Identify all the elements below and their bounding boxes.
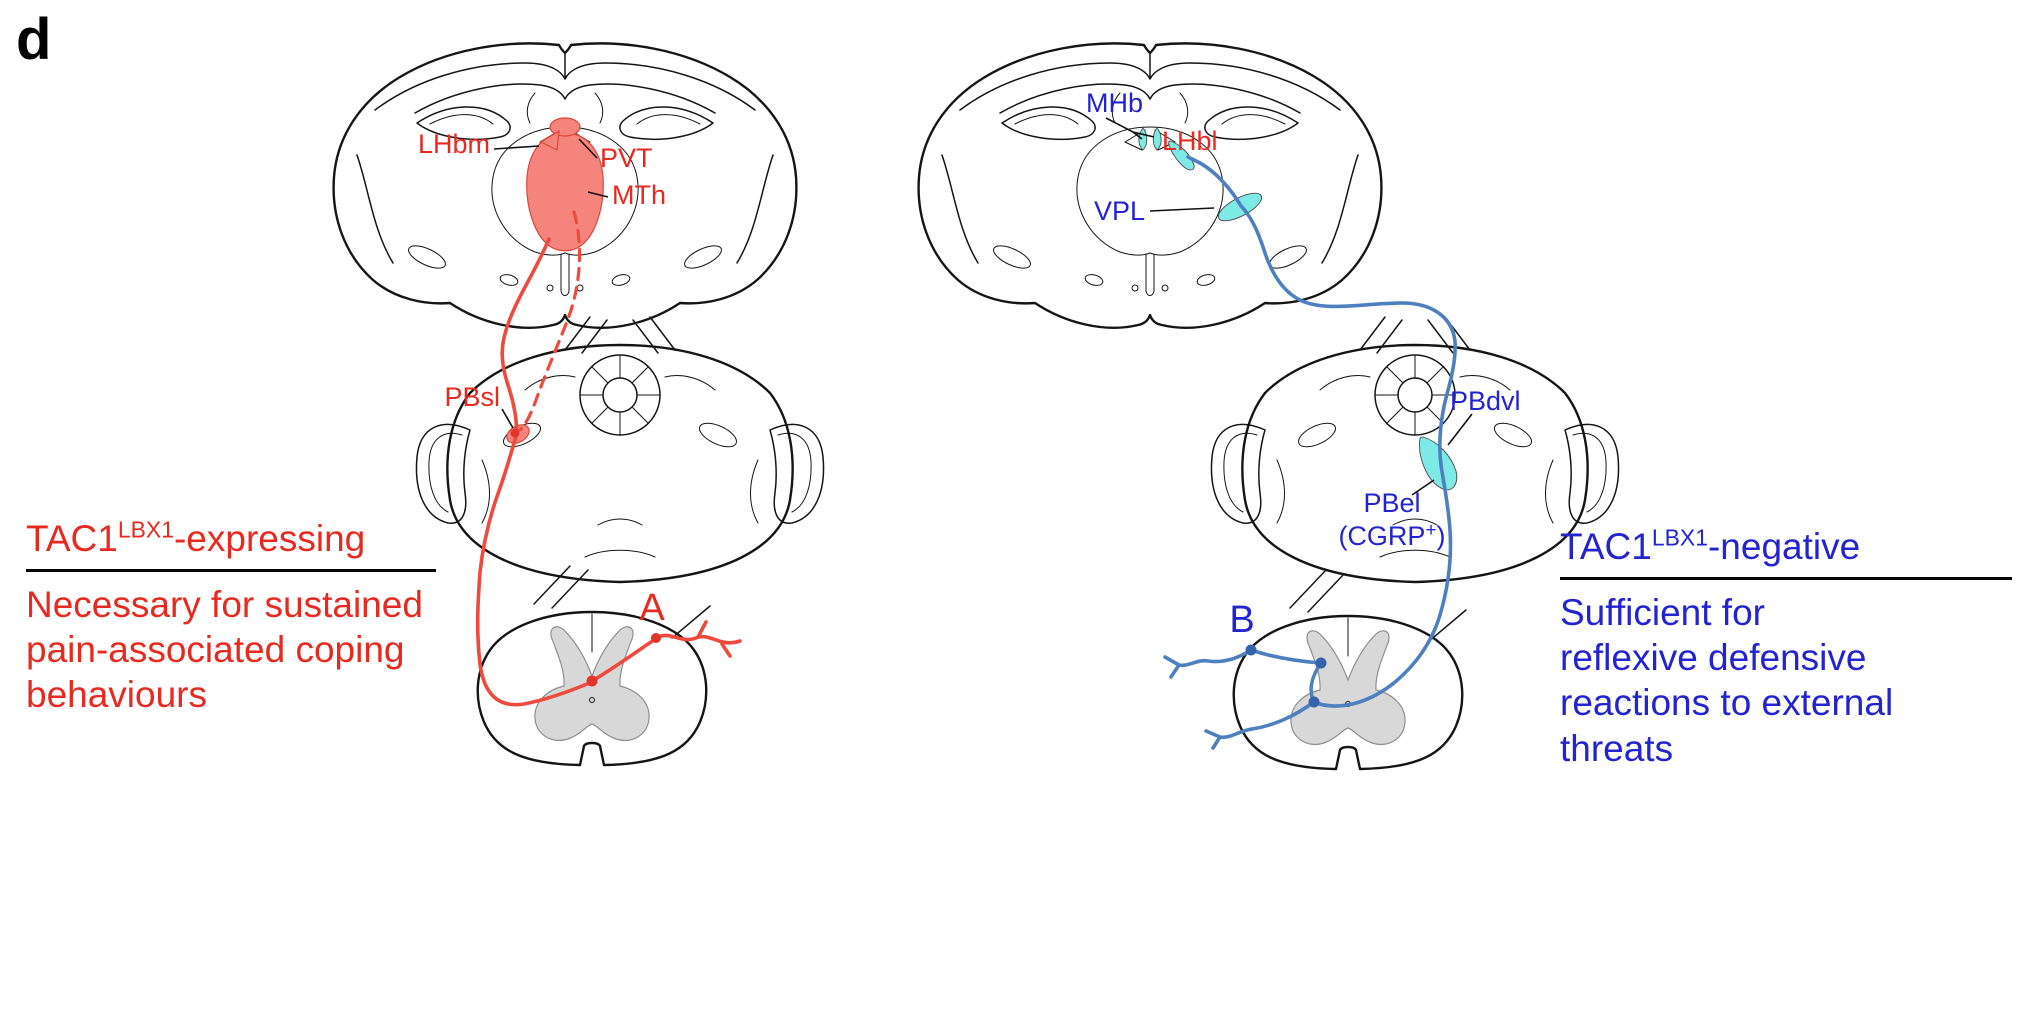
a-neuron-label: A	[639, 587, 665, 629]
right-pons-highlights	[1419, 436, 1458, 491]
blue-peripheral-axon	[1163, 648, 1253, 679]
right-desc-line-4: threats	[1560, 727, 1674, 769]
pbsl-pointer	[501, 408, 514, 429]
blue-spinal-neuron-dot-1	[1315, 657, 1327, 669]
pbel-region	[1419, 436, 1458, 491]
left-desc-line-3: behaviours	[26, 674, 208, 716]
pbdvl-pointer	[1447, 413, 1473, 446]
left-caption: TAC1LBX1-expressing Necessary for sustai…	[26, 516, 436, 718]
red-a-neuron-dot	[651, 633, 661, 643]
blue-descending-branch	[1204, 700, 1316, 750]
pvt-label: PVT	[600, 143, 653, 173]
lhbl-label: LHbl	[1162, 126, 1218, 156]
red-spinal-neuron-dot	[586, 675, 598, 687]
red-indirect-pathway-dashed	[518, 210, 582, 432]
lhbm-region	[539, 129, 560, 151]
panel-letter: d	[16, 7, 52, 72]
red-ascending-pathway	[475, 237, 594, 707]
left-heading-rule	[26, 569, 436, 573]
mhb-pointer	[1105, 117, 1155, 140]
pbsl-dot	[510, 428, 520, 438]
vpl-pointer	[1149, 207, 1215, 212]
left-spinal-section	[476, 564, 712, 767]
right-heading: TAC1LBX1-negative	[1560, 524, 1861, 567]
right-heading-rule	[1560, 577, 2012, 581]
pbel-label: PBel	[1363, 488, 1420, 518]
left-desc-line-2: pain-associated coping	[26, 629, 405, 671]
right-spinal-section	[1232, 568, 1468, 771]
right-desc-line-1: Sufficient for	[1560, 592, 1765, 634]
vpl-label: VPL	[1094, 196, 1145, 226]
lhbm-label: LHbm	[418, 129, 490, 159]
right-caption: TAC1LBX1-negative Sufficient for reflexi…	[1560, 524, 2012, 771]
blue-ascending-pathway	[1186, 155, 1457, 708]
left-heading-sup: LBX1	[117, 516, 174, 543]
left-heading: TAC1LBX1-expressing	[26, 516, 366, 559]
right-heading-sup: LBX1	[1651, 524, 1708, 551]
pvt-pointer	[578, 138, 598, 159]
cgrp-label: (CGRP+)	[1338, 520, 1445, 551]
mth-region	[526, 132, 604, 252]
right-desc-line-2: reflexive defensive	[1560, 637, 1867, 679]
left-pons-section	[415, 315, 825, 584]
pbdvl-label: PBdvl	[1450, 386, 1521, 416]
right-desc-line-3: reactions to external	[1560, 682, 1894, 724]
right-coronal-section	[917, 42, 1383, 329]
mhb-label: MHb	[1086, 88, 1143, 118]
left-brain-highlights	[526, 117, 604, 252]
blue-spinal-neuron-dot-2	[1308, 696, 1320, 708]
lhbm-pointer	[493, 145, 540, 150]
left-desc-line-1: Necessary for sustained	[26, 584, 423, 626]
mth-pointer	[587, 191, 609, 198]
pbsl-label: PBsl	[444, 382, 500, 412]
blue-b-neuron-dot	[1245, 644, 1257, 656]
b-neuron-label: B	[1229, 599, 1254, 641]
red-peripheral-axon	[654, 620, 742, 658]
blue-entry-branch	[1249, 648, 1323, 704]
mhb-region	[1138, 127, 1162, 151]
red-spinal-branch	[590, 638, 656, 683]
mth-label: MTh	[612, 180, 666, 210]
pbel-pointer	[1411, 479, 1435, 496]
